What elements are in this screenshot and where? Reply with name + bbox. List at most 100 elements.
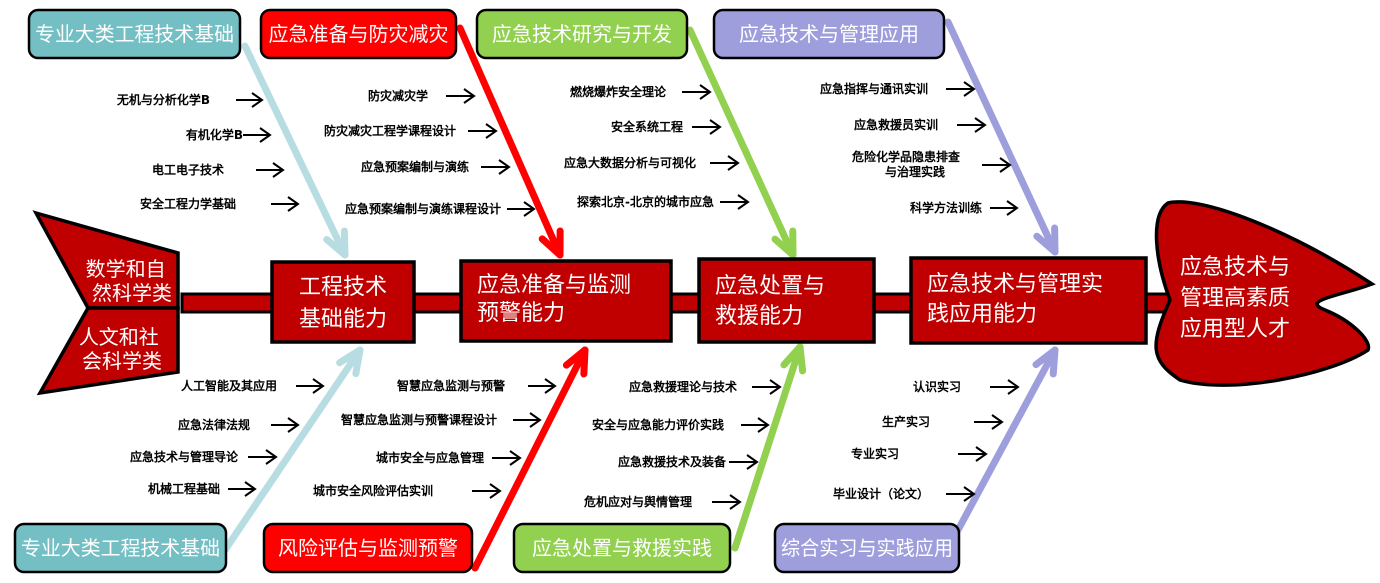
- course-label: 应急大数据分析与可视化: [564, 155, 696, 170]
- course-label: 机械工程基础: [148, 481, 220, 496]
- tail-upper-line-2: 然科学类: [92, 281, 172, 305]
- course-label: 人工智能及其应用: [181, 378, 277, 393]
- arrow-right-icon: [990, 200, 1019, 216]
- course-label: 电工电子技术: [152, 162, 224, 177]
- course-label: 应急救援理论与技术: [629, 379, 737, 394]
- course-label: 燃烧爆炸安全理论: [570, 84, 667, 99]
- arrow-right-icon: [236, 92, 264, 108]
- tail-lower-line-1: 人文和社: [79, 325, 159, 349]
- fish-tail: 数学和自 然科学类 人文和社 会科学类: [32, 210, 180, 396]
- arrow-right-icon: [492, 450, 522, 466]
- arrow-right-icon: [472, 483, 502, 499]
- tail-lower-line-2: 会科学类: [82, 349, 162, 373]
- arrow-right-icon: [958, 446, 988, 462]
- category-box-bottom-4: 综合实习与实践应用: [773, 522, 961, 574]
- arrowhead-icon: [336, 346, 364, 378]
- course-label: 城市安全风险评估实训: [313, 483, 433, 498]
- bone-bottom-4: [954, 346, 1059, 534]
- head-line-2: 管理高素质: [1180, 286, 1290, 311]
- arrow-right-icon: [243, 127, 272, 143]
- bone-bottom-3: [731, 343, 807, 552]
- tail-upper-line-1: 数学和自: [86, 257, 166, 281]
- category-box-top-4: 应急技术与管理应用: [712, 8, 946, 60]
- category-label: 专业大类工程技术基础: [35, 22, 234, 46]
- category-label: 综合实习与实践应用: [781, 536, 953, 560]
- course-label: 智慧应急监测与预警: [396, 378, 505, 393]
- bone-top-4: [944, 18, 1059, 256]
- course-label: 有机化学B: [186, 127, 243, 142]
- course-label: 科学方法训练: [910, 200, 982, 215]
- course-label: 防灾减灾工程学课程设计: [324, 123, 456, 138]
- course-label: 毕业设计（论文）: [833, 486, 929, 501]
- arrow-right-icon: [248, 449, 278, 465]
- arrow-right-icon: [228, 481, 257, 497]
- course-label: 应急预案编制与演练课程设计: [345, 201, 501, 216]
- arrow-right-icon: [446, 88, 476, 104]
- capability-label: 践应用能力: [927, 302, 1037, 327]
- capability-label: 工程技术: [299, 275, 387, 300]
- arrow-right-icon: [256, 162, 285, 178]
- bone-bottom-1: [221, 346, 364, 554]
- capability-label: 应急处置与: [715, 274, 825, 299]
- capability-label: 应急技术与管理实: [927, 272, 1103, 297]
- head-line-1: 应急技术与: [1180, 255, 1290, 280]
- course-label: 与治理实践: [885, 164, 945, 179]
- capability-label: 救援能力: [715, 304, 803, 329]
- course-label: 应急预案编制与演练: [361, 159, 469, 174]
- category-box-bottom-3: 应急处置与救援实践: [512, 522, 732, 574]
- arrow-right-icon: [513, 412, 542, 428]
- arrow-right-icon: [957, 117, 987, 133]
- category-label: 应急准备与防灾减灾: [269, 22, 449, 46]
- course-label: 危机应对与舆情管理: [583, 494, 692, 509]
- arrowhead-icon: [1033, 224, 1059, 256]
- arrow-right-icon: [729, 454, 759, 470]
- arrow-right-icon: [990, 379, 1020, 395]
- arrow-right-icon: [296, 378, 325, 394]
- arrow-right-icon: [752, 379, 782, 395]
- svg-text:应急技术与 管理高素质 应用型人才: 应急技术与 管理高素质 应用型人才: [1180, 255, 1297, 342]
- course-label: 无机与分析化学B: [116, 92, 210, 107]
- course-label: 应急技术与管理导论: [130, 449, 239, 464]
- arrowhead-icon: [538, 227, 564, 259]
- course-label: 城市安全与应急管理: [376, 450, 484, 465]
- arrow-right-icon: [481, 159, 511, 175]
- arrow-right-icon: [271, 417, 300, 433]
- course-label: 应急救援员实训: [854, 117, 938, 132]
- arrow-right-icon: [712, 494, 742, 510]
- course-label: 智慧应急监测与预警课程设计: [340, 412, 497, 427]
- arrow-right-icon: [946, 81, 976, 97]
- arrow-right-icon: [741, 417, 770, 433]
- category-box-top-3: 应急技术研究与开发: [475, 8, 689, 60]
- head-shape: [1154, 200, 1376, 387]
- course-label: 应急救援技术及装备: [618, 454, 727, 469]
- arrowhead-icon: [771, 227, 797, 259]
- course-label: 认识实习: [913, 379, 961, 394]
- head-line-3: 应用型人才: [1180, 317, 1290, 342]
- category-box-top-2: 应急准备与防灾减灾: [259, 8, 458, 60]
- category-label: 专业大类工程技术基础: [21, 536, 220, 560]
- bone-top-1: [241, 42, 349, 259]
- arrowhead-icon: [780, 343, 807, 375]
- arrow-right-icon: [720, 194, 750, 210]
- svg-text:人文和社 会科学类: 人文和社 会科学类: [79, 325, 165, 373]
- arrow-right-icon: [682, 84, 712, 100]
- category-label: 应急处置与救援实践: [532, 536, 712, 560]
- category-label: 应急技术与管理应用: [739, 22, 919, 46]
- capability-label: 应急准备与监测: [477, 273, 631, 298]
- course-label: 安全工程力学基础: [140, 196, 236, 211]
- svg-text:数学和自 然科学类: 数学和自 然科学类: [86, 257, 172, 305]
- course-label: 探索北京-北京的城市应急: [577, 194, 714, 209]
- capability-label: 基础能力: [299, 307, 387, 332]
- arrow-right-icon: [982, 157, 1012, 173]
- arrow-right-icon: [507, 201, 536, 217]
- category-box-bottom-1: 专业大类工程技术基础: [13, 522, 228, 574]
- course-label: 应急指挥与通讯实训: [820, 81, 928, 96]
- arrow-right-icon: [528, 378, 557, 394]
- category-label: 风险评估与监测预警: [278, 536, 458, 560]
- fish-head: 应急技术与 管理高素质 应用型人才: [1154, 200, 1376, 387]
- course-label: 安全与应急能力评价实践: [592, 417, 724, 432]
- course-label: 专业实习: [851, 446, 899, 461]
